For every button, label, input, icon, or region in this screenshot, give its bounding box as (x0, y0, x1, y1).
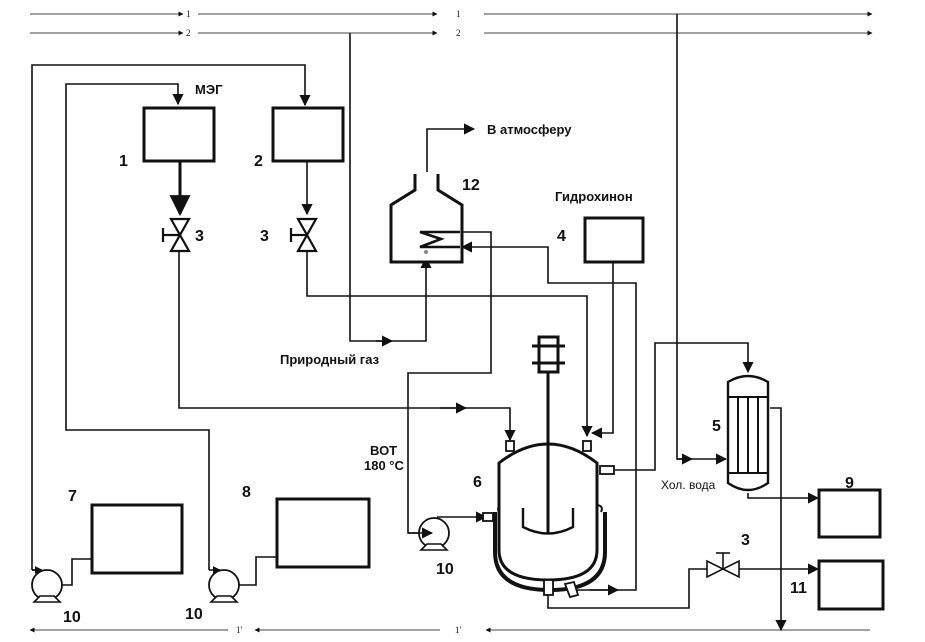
pipe-valve2-to-reactor (306, 252, 593, 438)
pipe-valve1-to-reactor (178, 252, 516, 442)
pipe-reactor-to-condenser (615, 342, 754, 471)
label-5: 5 (712, 418, 721, 435)
label-1: 1 (119, 153, 128, 170)
furnace-12 (389, 174, 464, 264)
label-3c: 3 (741, 532, 750, 549)
return-line-label-a: 1' (236, 625, 243, 635)
reactor-6 (482, 335, 615, 599)
pipe-pump8-to-tank1 (65, 83, 210, 570)
line-1-label-a: 1 (186, 9, 191, 19)
pipe-furnace-exhaust (426, 123, 476, 172)
label-4: 4 (557, 228, 566, 245)
pipe-tank8-to-pump (226, 556, 277, 591)
line-2-label-b: 2 (456, 28, 461, 38)
label-8: 8 (242, 484, 251, 501)
label-3a: 3 (195, 228, 204, 245)
receiver-11 (817, 559, 885, 611)
tank-2 (271, 106, 345, 163)
return-line-label-b: 1' (455, 625, 462, 635)
valve-1[interactable] (161, 217, 191, 253)
pump-10-c[interactable] (408, 517, 450, 551)
label-vot-temp: 180 °C (364, 458, 405, 473)
pipe-hydroquinone-to-reactor (590, 263, 614, 439)
pipe-reactor-to-receiver11 (547, 568, 707, 609)
label-vot: ВОТ (370, 443, 397, 458)
pipe-cold-water (676, 14, 728, 465)
receiver-9 (817, 488, 882, 539)
label-12: 12 (462, 177, 480, 194)
label-9: 9 (845, 475, 854, 492)
valve-3[interactable] (706, 552, 740, 579)
return-line: 1' 1' (29, 625, 870, 635)
valve-2[interactable] (289, 217, 318, 253)
label-atmosphere: В атмосферу (487, 122, 572, 137)
pipe-condenser-to-receiver9 (747, 492, 820, 504)
label-10b: 10 (185, 606, 203, 623)
header-line-1: 1 1 (30, 9, 873, 19)
label-10a: 10 (63, 609, 81, 626)
hydroquinone-tank (583, 216, 645, 264)
label-10c: 10 (436, 561, 454, 578)
line-2-label-a: 2 (186, 28, 191, 38)
tank-7 (90, 503, 184, 575)
label-11: 11 (790, 580, 807, 597)
tank-1 (142, 106, 216, 163)
label-2: 2 (254, 153, 263, 170)
tank-8 (275, 497, 371, 569)
label-6: 6 (473, 474, 482, 491)
pump-10-b[interactable] (208, 569, 240, 603)
label-7: 7 (68, 488, 77, 505)
label-natural-gas: Природный газ (280, 352, 380, 367)
label-meg: МЭГ (195, 82, 223, 97)
condenser-5 (726, 374, 770, 492)
pipe-pump7-to-tank2 (31, 64, 311, 570)
pump-10-a[interactable] (31, 569, 63, 603)
pipe-condenser-water-out (770, 407, 787, 632)
line-1-label-b: 1 (456, 9, 461, 19)
label-cold-water: Хол. вода (661, 478, 716, 492)
label-3b: 3 (260, 228, 269, 245)
pipe-jacket-to-coil (460, 241, 637, 591)
header-line-2: 2 2 (30, 28, 873, 38)
label-hydroquinone: Гидрохинон (555, 189, 633, 204)
